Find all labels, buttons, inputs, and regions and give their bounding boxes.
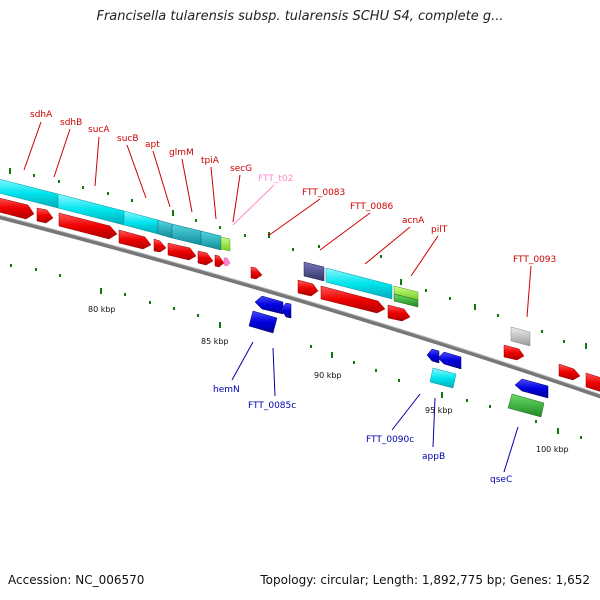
feature-tpiA-cog (200, 230, 222, 251)
gene-label-FTT_0083: FTT_0083 (302, 188, 345, 198)
forward-cog-band (0, 179, 531, 347)
feature-glmM-cog (171, 223, 202, 246)
forward-cds-band (0, 197, 600, 392)
gene-label-FTT_0086: FTT_0086 (350, 202, 394, 212)
cds-arrow (153, 238, 167, 253)
gene-label-tpiA: tpiA (201, 156, 220, 166)
feature-FTT_0093-cog (510, 326, 531, 347)
feature-FTT_0083-cog (303, 261, 325, 282)
gene-label-FTT_t02: FTT_t02 (258, 174, 293, 184)
gene-label-sucA: sucA (88, 125, 110, 135)
cds-arrow (503, 344, 525, 361)
cds-arrow (514, 378, 549, 399)
gene-label-sucB: sucB (117, 134, 139, 144)
label-leader-lines (23, 121, 532, 473)
feature-sucB-cog (157, 219, 173, 239)
scale-label-100kbp: 100 kbp (536, 445, 569, 454)
gene-label-pilT: pilT (431, 225, 448, 235)
cds-arrow (0, 197, 35, 220)
cds-arrow (214, 254, 225, 268)
cds-arrow (36, 207, 54, 224)
reverse-gene-labels: hemN FTT_0085c FTT_0090c appB qseC (213, 385, 512, 485)
map-title: Francisella tularensis subsp. tularensis… (96, 9, 504, 24)
gene-label-appB: appB (422, 452, 445, 462)
gene-label-hemN: hemN (213, 385, 240, 395)
cds-arrow (437, 351, 462, 370)
cds-arrow (558, 363, 581, 381)
cds-arrow (197, 250, 214, 266)
accession-label: Accession: NC_006570 (8, 573, 145, 587)
feature-secG-cog (220, 236, 231, 252)
cds-arrow (387, 304, 411, 322)
cds-arrow (320, 285, 386, 314)
cds-arrow (118, 229, 152, 250)
gene-label-acnA: acnA (402, 216, 425, 226)
reverse-features (248, 295, 549, 418)
gene-label-apt: apt (145, 140, 160, 150)
gene-label-glmM: glmM (169, 148, 194, 158)
cds-arrow (297, 279, 319, 297)
trna-arrow (223, 257, 231, 267)
inner-tick-marks (10, 264, 582, 439)
cds-arrow (167, 242, 197, 261)
outer-tick-marks (9, 168, 587, 349)
cds-arrow (58, 212, 118, 240)
scale-label-80kbp: 80 kbp (88, 305, 116, 314)
cds-arrow (280, 302, 292, 319)
scale-label-90kbp: 90 kbp (314, 371, 342, 380)
gene-label-secG: secG (230, 164, 252, 174)
feature-FTT_0086-cog (325, 267, 393, 300)
scale-label-85kbp: 85 kbp (201, 337, 229, 346)
gene-label-FTT_0093: FTT_0093 (513, 255, 556, 265)
feature-appB-cog (429, 367, 457, 389)
gene-label-FTT_0085c: FTT_0085c (248, 401, 296, 411)
scale-label-95kbp: 95 kbp (425, 406, 453, 415)
feature-sucA-cog (123, 210, 159, 235)
genome-summary: Topology: circular; Length: 1,892,775 bp… (260, 573, 590, 587)
gene-label-sdhA: sdhA (30, 110, 53, 120)
feature-FTT_0090c-cds (426, 348, 440, 364)
cds-arrow (250, 266, 263, 280)
gene-label-sdhB: sdhB (60, 118, 82, 128)
feature-FTT_0085c-cds (248, 310, 278, 334)
genome-backbone (0, 215, 600, 399)
forward-gene-labels: sdhA sdhB sucA sucB apt glmM tpiA secG F… (30, 110, 556, 265)
feature-qseC-cog (507, 393, 545, 418)
gene-label-qseC: qseC (490, 475, 512, 485)
feature-hemN-cds (254, 295, 284, 315)
gene-label-FTT_0090c: FTT_0090c (366, 435, 414, 445)
cds-arrow (585, 372, 600, 392)
